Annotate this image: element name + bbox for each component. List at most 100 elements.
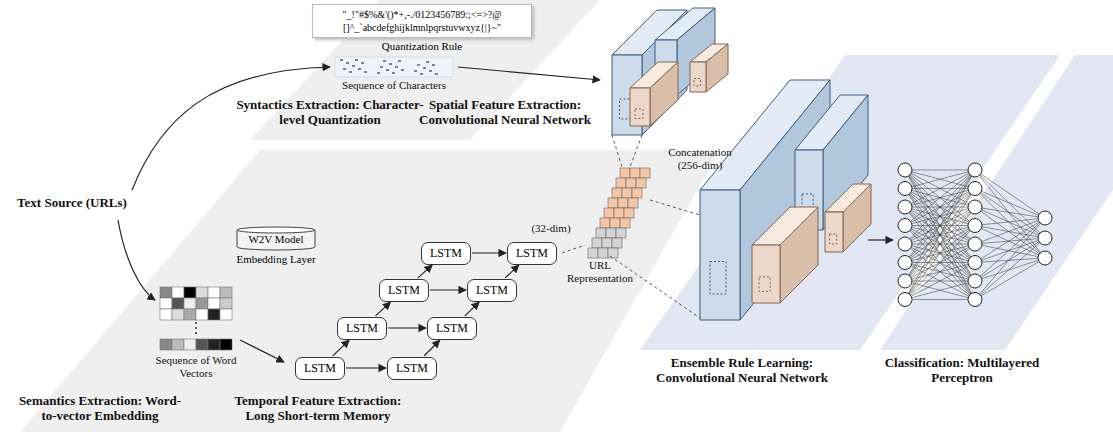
mlp-weight bbox=[905, 170, 975, 300]
lstm-cell: LSTM bbox=[427, 317, 477, 340]
vector-cell bbox=[220, 309, 232, 320]
cnn-feature-cell bbox=[628, 198, 638, 208]
cnn-layer bbox=[825, 212, 843, 252]
character-mark bbox=[392, 72, 395, 73]
cell-label: LSTM bbox=[436, 321, 468, 335]
lstm-cell: LSTM bbox=[467, 279, 517, 302]
mlp-weight bbox=[905, 281, 975, 300]
cnn-feature-cell bbox=[620, 168, 630, 178]
box-caption: Quantization Rule bbox=[312, 40, 532, 52]
ellipsis-dot bbox=[195, 332, 197, 334]
cnn-feature-cell bbox=[616, 178, 626, 188]
vector-cell bbox=[172, 287, 184, 298]
character-mark bbox=[386, 69, 389, 70]
mlp-weight bbox=[905, 170, 975, 244]
mlp-weight bbox=[975, 218, 1045, 263]
vector-cell bbox=[196, 339, 208, 350]
vector-cell bbox=[196, 287, 208, 298]
mlp-weight bbox=[905, 170, 975, 189]
character-mark bbox=[429, 70, 432, 71]
cnn-feature-cell bbox=[626, 178, 636, 188]
mlp-weight bbox=[905, 170, 975, 281]
neuron bbox=[968, 256, 982, 270]
character-set: "_!"#$%&'()*+,-./0123456789:;<=>?@ []^_`… bbox=[343, 9, 502, 33]
cell-label: LSTM bbox=[304, 361, 336, 375]
cnn-feature-cell bbox=[630, 168, 640, 178]
ellipsis-dot bbox=[195, 322, 197, 324]
character-mark bbox=[432, 64, 435, 65]
mlp-weight bbox=[975, 218, 1045, 300]
neuron bbox=[1038, 231, 1052, 245]
mlp-weight bbox=[905, 170, 975, 281]
cnn-layer bbox=[630, 88, 650, 126]
mlp-weight bbox=[905, 189, 975, 300]
cnn-feature-cell bbox=[610, 218, 620, 228]
mlp-weight bbox=[975, 218, 1045, 281]
vector-cell bbox=[160, 298, 172, 309]
cnn-feature-cell bbox=[612, 188, 622, 198]
strip-caption: Sequence of Characters bbox=[324, 79, 464, 92]
mlp-weight bbox=[905, 170, 975, 189]
lstm-feature-cell bbox=[608, 248, 618, 258]
flow-arrow bbox=[868, 239, 893, 240]
dashed-projection bbox=[610, 256, 700, 318]
lstm-connector bbox=[333, 340, 349, 356]
vector-cell bbox=[184, 309, 196, 320]
cnn-feature-cell bbox=[640, 168, 650, 178]
vector-cell bbox=[160, 309, 172, 320]
vector-cell bbox=[184, 287, 196, 298]
stage-title: Syntactics Extraction: Character-level Q… bbox=[233, 98, 428, 128]
lstm-connector bbox=[465, 302, 479, 316]
mlp-weight bbox=[975, 258, 1045, 281]
character-mark bbox=[426, 61, 429, 62]
character-mark bbox=[395, 66, 398, 67]
mlp-weight bbox=[905, 244, 975, 300]
lstm-cell: LSTM bbox=[387, 357, 437, 380]
cnn-layer bbox=[752, 245, 780, 303]
lstm-connector bbox=[375, 302, 390, 316]
character-mark bbox=[380, 66, 383, 67]
conv-kernel bbox=[830, 234, 837, 244]
cnn-feature-cell bbox=[600, 218, 610, 228]
rule-panel: "_!"#$%&'()*+,-./0123456789:;<=>?@ []^_`… bbox=[312, 4, 532, 38]
lstm-connector bbox=[418, 265, 432, 278]
mlp-weight bbox=[975, 189, 1045, 219]
vector-cell bbox=[220, 287, 232, 298]
dashed-projection bbox=[562, 245, 585, 253]
neuron bbox=[968, 219, 982, 233]
conv-kernel bbox=[759, 277, 770, 292]
character-mark bbox=[352, 65, 355, 66]
cnn-layer bbox=[650, 62, 678, 126]
vector-cell bbox=[196, 309, 208, 320]
character-mark bbox=[420, 73, 423, 74]
lstm-cell: LSTM bbox=[337, 317, 387, 340]
quantization-rule-box: "_!"#$%&'()*+,-./0123456789:;<=>?@ []^_`… bbox=[312, 4, 532, 52]
mlp-weight bbox=[905, 170, 975, 207]
cell-label: LSTM bbox=[346, 321, 378, 335]
cnn-feature-cell bbox=[632, 188, 642, 198]
mlp-weight bbox=[975, 207, 1045, 238]
vector-cell bbox=[208, 287, 220, 298]
character-mark bbox=[364, 71, 367, 72]
character-mark bbox=[343, 68, 346, 69]
cell-label: LSTM bbox=[396, 361, 428, 375]
neuron bbox=[898, 200, 912, 214]
neuron bbox=[898, 237, 912, 251]
character-mark bbox=[383, 60, 386, 61]
cnn-feature-cell bbox=[608, 198, 618, 208]
lstm-feature-cell bbox=[596, 228, 606, 238]
stage-title: Semantics Extraction: Word-to-vector Emb… bbox=[13, 394, 188, 424]
neuron bbox=[898, 163, 912, 177]
neuron bbox=[968, 182, 982, 196]
neuron bbox=[898, 274, 912, 288]
cylinder-top bbox=[237, 227, 315, 233]
model-name: W2V Model bbox=[248, 233, 303, 245]
cnn-feature-cell bbox=[620, 218, 630, 228]
mlp-weight bbox=[905, 226, 975, 300]
neuron bbox=[968, 293, 982, 307]
vector-cell bbox=[160, 339, 172, 350]
character-mark bbox=[377, 72, 380, 73]
source-title: Text Source (URLs) bbox=[2, 196, 142, 211]
character-mark bbox=[417, 64, 420, 65]
neuron bbox=[968, 237, 982, 251]
